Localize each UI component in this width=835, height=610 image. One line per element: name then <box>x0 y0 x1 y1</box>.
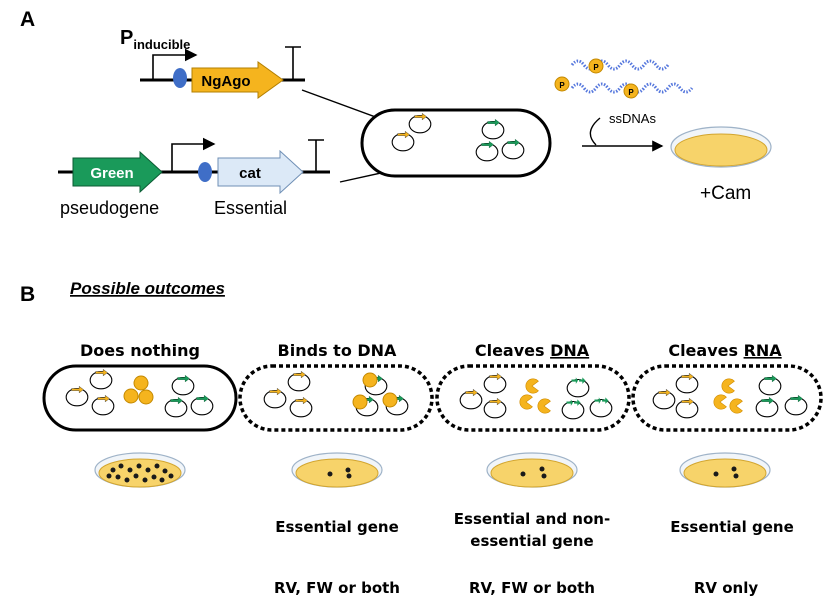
panel-b-label: B <box>20 283 35 306</box>
terminator-icon <box>285 46 301 80</box>
ssdna-label: ssDNAs <box>609 111 656 126</box>
ssdna-molecules: P P P <box>554 58 694 99</box>
green-label: Green <box>90 165 133 182</box>
cell-cleaves-rna <box>631 364 823 432</box>
plate-binds-dna <box>291 452 383 488</box>
outcome-strand-4: RV only <box>694 579 759 597</box>
outcome-strand-3: RV, FW or both <box>469 579 595 597</box>
outcome-gene-4: Essential gene <box>670 518 794 536</box>
outcome-heading-4: Cleaves RNA <box>668 341 782 360</box>
phosphate-label: P <box>628 88 634 97</box>
panel-a-label: A <box>20 8 35 31</box>
rbs-icon <box>173 68 187 88</box>
rbs-icon <box>198 162 212 182</box>
outcome-gene-3b: essential gene <box>470 532 593 550</box>
ngago-gene-arrow <box>191 61 284 99</box>
cat-gene-arrow <box>217 149 304 195</box>
plate-does-nothing <box>94 452 186 488</box>
ngago-construct: NgAgo <box>140 46 305 99</box>
cat-label: cat <box>239 165 261 182</box>
outcome-heading-2: Binds to DNA <box>278 341 398 360</box>
phosphate-label: P <box>593 63 599 72</box>
outcome-gene-2: Essential gene <box>275 518 399 536</box>
green-gene-arrow <box>72 150 163 194</box>
cam-label: +Cam <box>700 183 751 204</box>
panel-b-subtitle: Possible outcomes <box>70 279 225 298</box>
cell-cleaves-dna <box>435 364 631 432</box>
outcome-strand-2: RV, FW or both <box>274 579 400 597</box>
cell-does-nothing <box>42 364 238 432</box>
cell-binds-dna <box>238 364 434 432</box>
ngago-label: NgAgo <box>201 73 250 90</box>
outcome-gene-3: Essential and non- <box>454 510 610 528</box>
bacterial-cell-a <box>360 108 552 178</box>
plate-cleaves-dna <box>486 452 578 488</box>
outcome-heading-1: Does nothing <box>80 341 200 360</box>
phosphate-label: P <box>559 81 565 90</box>
plate-cleaves-rna <box>679 452 771 488</box>
pseudogene-label: pseudogene <box>60 198 159 218</box>
cam-plate <box>670 126 772 168</box>
promoter-label: Pinducible <box>120 27 190 52</box>
essential-label: Essential <box>214 198 287 218</box>
outcome-heading-3: Cleaves DNA <box>475 341 590 360</box>
terminator-icon <box>308 139 324 172</box>
reporter-construct: Green cat <box>58 137 330 195</box>
